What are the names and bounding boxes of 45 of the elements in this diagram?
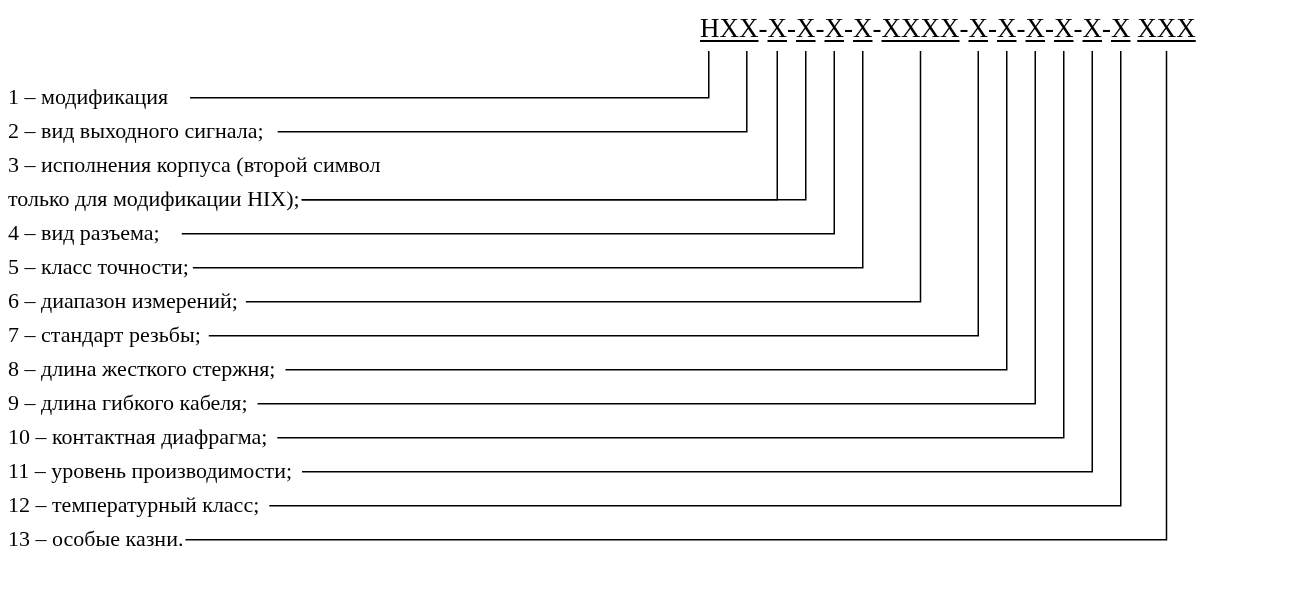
designation-item: 13 – особые казни. [8,522,184,556]
code-position: Х [968,12,988,47]
designation-item: 11 – уровень производимости; [8,454,293,488]
designation-item: 4 – вид разъема; [8,216,160,250]
code-position: Х [853,12,873,47]
code-position: Х [1082,12,1102,47]
code-position: Х [767,12,787,47]
leader-line [184,50,1168,541]
code-position: Х [1025,12,1045,47]
code-position: Х [1111,12,1131,47]
leader-line [208,50,979,337]
designation-item: 3 – исполнения корпуса (второй символ только для модификации НIХ); [8,148,428,216]
code-separator: - [1102,12,1111,45]
code-separator: - [1016,12,1026,45]
code-position: НХХ [700,12,759,47]
designation-item: 8 – длина жесткого стержня; [8,352,276,386]
code-position: ХХХХ [881,12,960,47]
code-separator: - [959,12,969,45]
code-separator: - [988,12,997,45]
code-position: Х [997,12,1017,47]
code-separator: - [758,12,768,45]
designation-item: 1 – модификация [8,80,169,114]
designation-item: 9 – длина гибкого кабеля; [8,386,248,420]
leader-line [276,50,748,133]
leader-line [245,50,922,303]
leader-line [284,50,1008,371]
code-position: Х [1054,12,1074,47]
designation-item: 12 – температурный класс; [8,488,260,522]
code-position: Х [824,12,844,47]
leader-line [181,50,835,235]
designation-item: 5 – класс точности; [8,250,189,284]
code-separator: - [815,12,825,45]
leader-line [192,50,864,269]
designation-item: 10 – контактная диафрагма; [8,420,268,454]
code-separator: - [844,12,853,45]
designation-item: 6 – диапазон измерений; [8,284,238,318]
code-separator: - [787,12,796,45]
code-position: ХХХ [1137,12,1196,47]
code-position: Х [796,12,816,47]
designation-item: 2 – вид выходного сигнала; [8,114,264,148]
code-separator: - [872,12,882,45]
designation-item: 7 – стандарт резьбы; [8,318,201,352]
code-separator: - [1045,12,1054,45]
code-separator: - [1073,12,1083,45]
leader-line [189,50,710,99]
